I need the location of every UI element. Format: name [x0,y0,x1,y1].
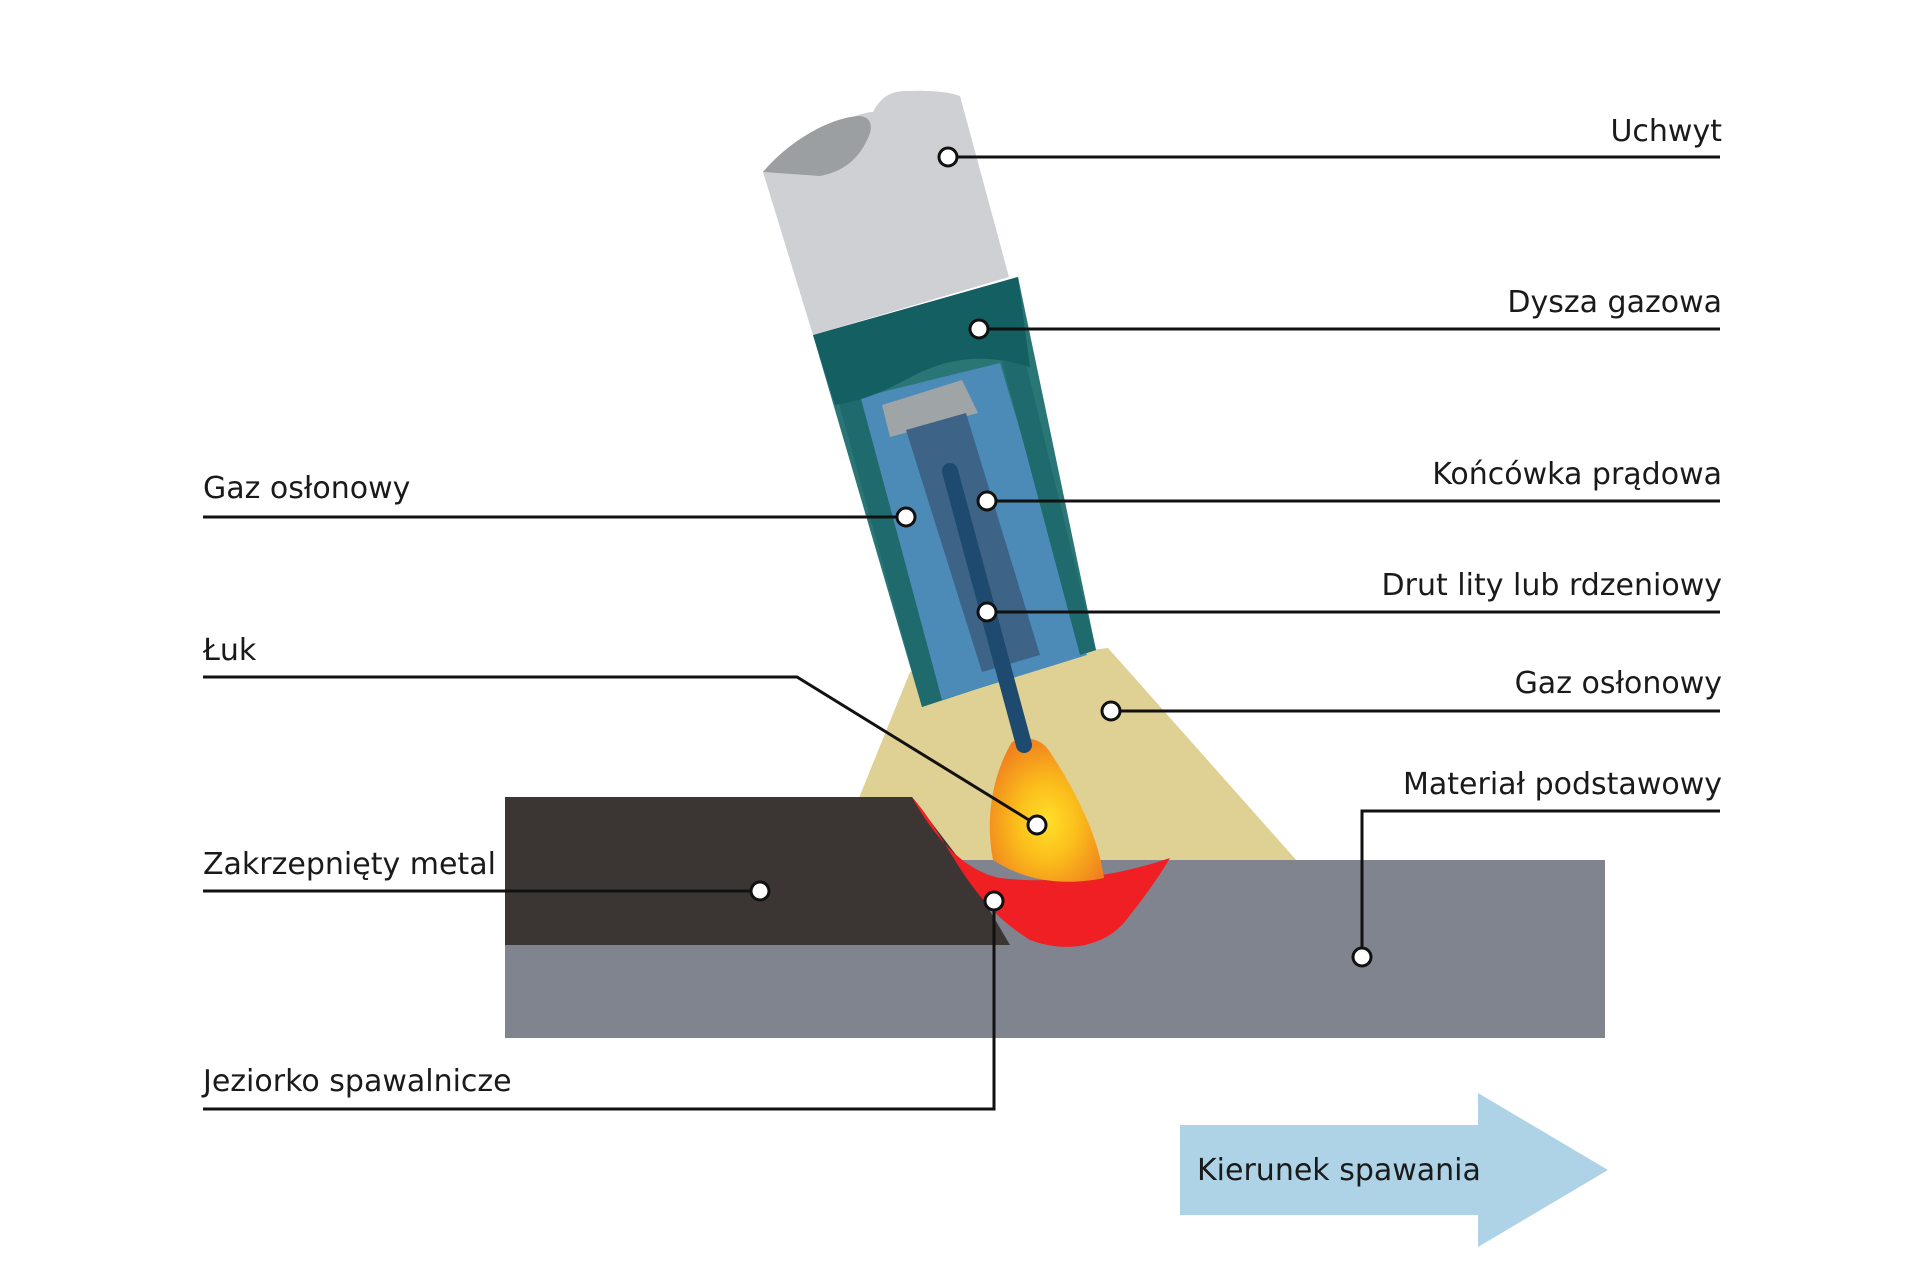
marker-gas-nozzle [968,318,990,340]
contact-tip-top [882,380,978,437]
gas-nozzle-band [813,277,1030,405]
marker-weld-pool [983,890,1005,912]
nozzle-wall-right [1002,356,1096,655]
label-shielding-gas-left: Gaz osłonowy [203,471,410,506]
leaders-left [203,506,1048,1111]
arc-flame [989,738,1104,882]
marker-arc [1026,814,1048,836]
label-gas-nozzle: Dysza gazowa [1507,285,1722,320]
nozzle-wall-left [838,395,942,707]
label-handle: Uchwyt [1610,114,1722,149]
welding-torch [763,90,1096,753]
leader-base-material [1360,809,1720,957]
label-contact-tip: Końcówka prądowa [1432,457,1722,492]
label-wire: Drut lity lub rdzeniowy [1382,568,1722,603]
label-solidified-metal: Zakrzepnięty metal [203,847,496,882]
marker-contact-tip [976,490,998,512]
leaders-right [937,146,1720,968]
marker-shielding-gas-left [895,506,917,528]
solidified-metal [505,797,1010,945]
marker-handle [937,146,959,168]
label-arc: Łuk [202,633,257,668]
torch-handle-shade [763,116,871,176]
marker-solidified-metal [749,880,771,902]
label-shielding-gas-right: Gaz osłonowy [1515,666,1722,701]
leader-arc [203,675,1038,827]
welding-direction-arrow [1180,1093,1608,1247]
label-weld-pool: Jeziorko spawalnicze [201,1064,512,1099]
label-base-material: Materiał podstawowy [1403,767,1722,802]
marker-base-material [1351,946,1373,968]
marker-shielding-gas-right [1100,700,1122,722]
welding-direction-label: Kierunek spawania [1197,1153,1481,1188]
shielding-gas-cone [833,648,1298,862]
leader-weld-pool [203,901,996,1111]
weld-pool [912,797,1170,947]
marker-wire [976,601,998,623]
